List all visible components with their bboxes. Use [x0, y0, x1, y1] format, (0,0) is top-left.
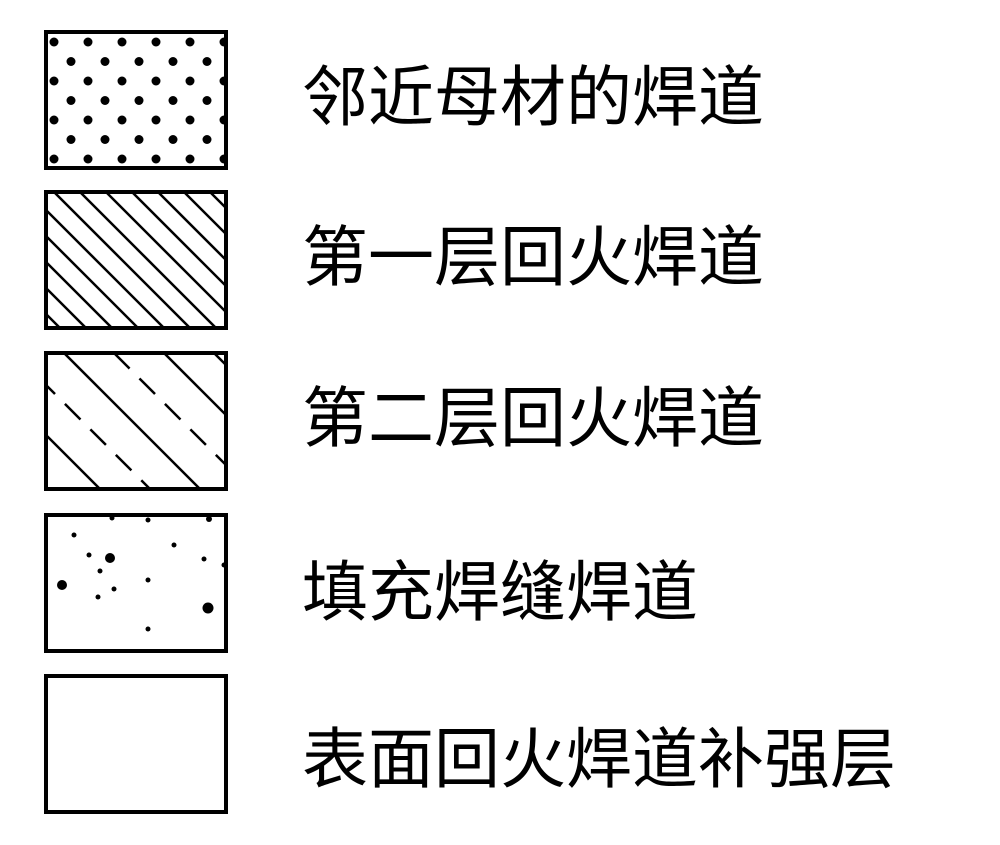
diagonal-dashed-lines-swatch-graphic	[44, 351, 228, 491]
pattern-dot	[185, 154, 195, 164]
pattern-dot	[168, 57, 178, 66]
pattern-dot	[83, 115, 93, 125]
legend-label: 填充焊缝焊道	[302, 554, 698, 631]
pattern-dot	[83, 154, 93, 164]
pattern-dot	[151, 115, 161, 125]
blank-pattern-swatch	[44, 674, 228, 814]
dense-dots-swatch-graphic	[44, 30, 228, 170]
pattern-dot	[100, 57, 110, 66]
pattern-dot	[151, 37, 161, 47]
pattern-dot	[151, 76, 161, 86]
legend-label: 第一层回火焊道	[302, 219, 764, 296]
pattern-dot	[185, 37, 195, 47]
pattern-dot	[49, 115, 59, 125]
pattern-dot	[134, 135, 144, 144]
pattern-dot	[117, 37, 127, 47]
diagonal-lines-pattern-swatch	[44, 190, 228, 330]
pattern-dot	[117, 76, 127, 86]
legend-item-first-temper-bead: 第一层回火焊道	[0, 190, 1000, 330]
legend-item-fill-weld-bead: 填充焊缝焊道	[0, 513, 1000, 653]
pattern-dot	[49, 154, 59, 164]
pattern-dot	[185, 115, 195, 125]
dense-dots-pattern-swatch	[44, 30, 228, 170]
pattern-dot	[83, 37, 93, 47]
pattern-dot	[202, 96, 212, 105]
pattern-dot	[66, 135, 76, 144]
legend-item-second-temper-bead: 第二层回火焊道	[0, 351, 1000, 491]
diagonal-dashed-lines-pattern-swatch	[44, 351, 228, 491]
legend-item-surface-temper-reinforcement-layer: 表面回火焊道补强层	[0, 674, 1000, 814]
pattern-dot	[49, 37, 59, 47]
pattern-dot	[49, 76, 59, 86]
pattern-dot	[100, 96, 110, 105]
pattern-dot	[83, 76, 93, 86]
pattern-dot	[185, 76, 195, 86]
pattern-dot	[117, 154, 127, 164]
legend-label: 邻近母材的焊道	[302, 59, 764, 136]
pattern-dot	[168, 135, 178, 144]
legend-label: 表面回火焊道补强层	[302, 721, 896, 798]
pattern-dot	[117, 115, 127, 125]
legend-label: 第二层回火焊道	[302, 380, 764, 457]
diagonal-lines-swatch-graphic	[44, 190, 228, 330]
sparse-dots-pattern-swatch	[44, 513, 228, 653]
blank-swatch-graphic	[44, 674, 228, 814]
pattern-dot	[202, 57, 212, 66]
pattern-dot	[134, 57, 144, 66]
pattern-dot	[66, 96, 76, 105]
pattern-dot	[100, 135, 110, 144]
pattern-dot	[134, 96, 144, 105]
pattern-dot	[202, 135, 212, 144]
pattern-dot	[151, 154, 161, 164]
pattern-dot	[66, 57, 76, 66]
sparse-dots-swatch-graphic	[44, 513, 228, 653]
legend-item-adjacent-base-metal-bead: 邻近母材的焊道	[0, 30, 1000, 170]
pattern-dot	[168, 96, 178, 105]
